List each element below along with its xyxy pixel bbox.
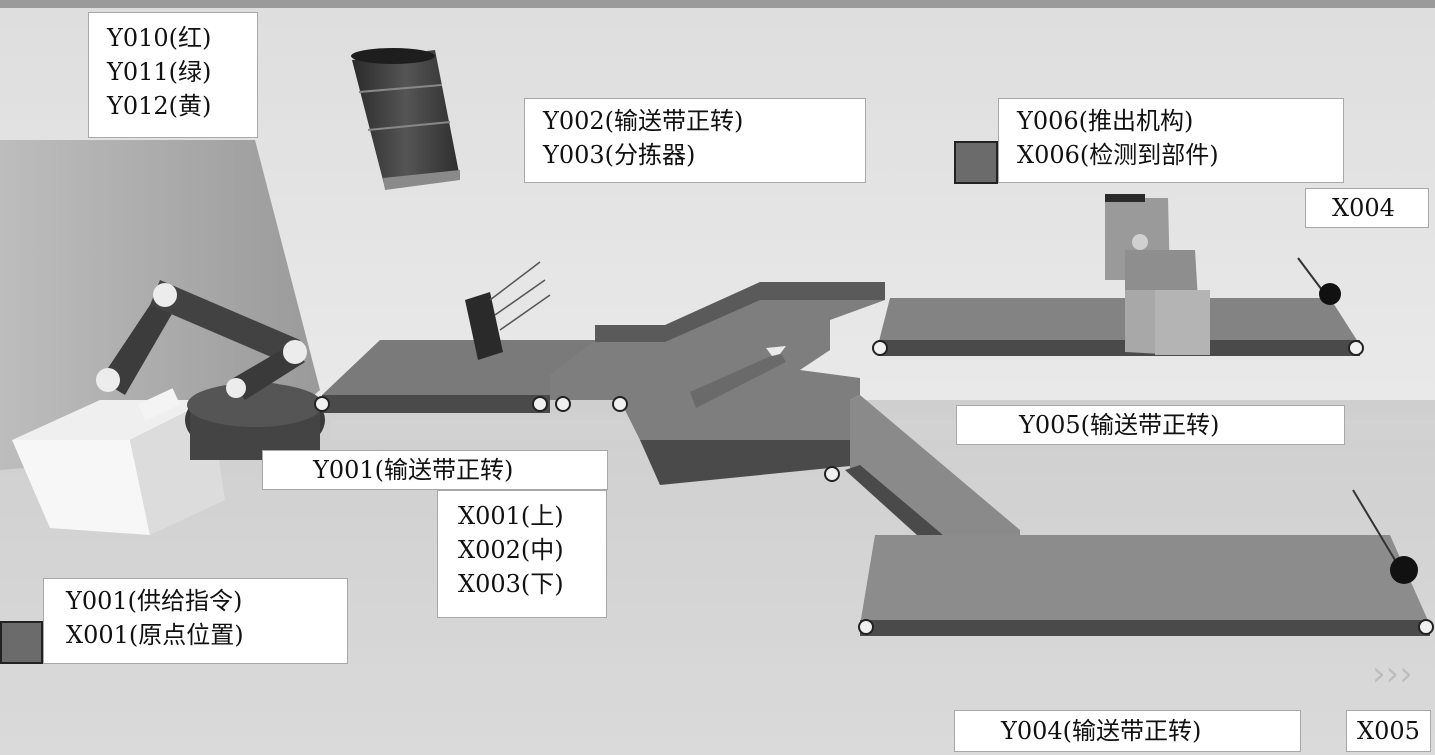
conveyor-roller (532, 396, 548, 412)
direction-arrows-icon: ››› (1372, 654, 1413, 694)
label-line: Y012(黄) (107, 92, 212, 120)
upper-conveyor-top (878, 298, 1360, 345)
supply-label: Y001(供给指令) X001(原点位置) (43, 578, 348, 664)
label-line: X004 (1332, 194, 1395, 222)
robot-upper-arm (150, 280, 300, 365)
sort-conveyor-rail (595, 282, 885, 342)
y005-conveyor-label: Y005(输送带正转) (956, 405, 1345, 445)
conveyor-roller (612, 396, 628, 412)
robot-joint (226, 378, 246, 398)
upper-conveyor-side (878, 340, 1360, 356)
feed-conveyor-top (322, 340, 600, 395)
conveyor-roller (872, 340, 888, 356)
label-line: Y001(输送带正转) (313, 456, 514, 484)
label-line: X006(检测到部件) (1017, 141, 1219, 169)
limit-sensor-x004 (1319, 283, 1341, 305)
pusher-mechanism (1105, 194, 1210, 355)
signal-lamp-label: Y010(红) Y011(绿) Y012(黄) (88, 12, 258, 138)
sort-conveyor-top (550, 285, 885, 440)
x004-label: X004 (1305, 188, 1429, 228)
feed-conveyor-side (322, 395, 550, 413)
y004-conveyor-label: Y004(输送带正转) (954, 710, 1301, 752)
robot-gripper (138, 388, 181, 421)
label-line: Y006(推出机构) (1017, 107, 1194, 135)
x005-label: X005 (1346, 710, 1431, 752)
limit-sensor-wire (1352, 489, 1396, 561)
supply-status-indicator[interactable] (0, 621, 43, 664)
photo-sensor (465, 261, 551, 360)
label-line: Y011(绿) (107, 58, 212, 86)
feed-conveyor-label: Y001(输送带正转) (262, 450, 608, 490)
label-line: X002(中) (458, 536, 564, 564)
lower-conveyor-top (860, 535, 1430, 625)
sensor-label: X001(上) X002(中) X003(下) (437, 490, 607, 618)
x006-status-indicator[interactable] (954, 141, 998, 184)
window-top-edge (0, 0, 1435, 8)
robot-joint (153, 283, 177, 307)
label-line: X003(下) (458, 570, 564, 598)
conveyor-roller (314, 396, 330, 412)
limit-sensor-wire (1297, 257, 1323, 291)
sort-conveyor-side (640, 440, 860, 485)
label-line: X005 (1357, 717, 1420, 745)
sorter-head (766, 346, 786, 356)
conveyor-roller (858, 619, 874, 635)
sorter-arm (690, 352, 786, 408)
conveyor-roller (1418, 619, 1434, 635)
robot-lower-arm (100, 290, 180, 395)
signal-tower (351, 48, 460, 190)
sort-conveyor-label: Y002(输送带正转) Y003(分拣器) (524, 98, 866, 183)
label-line: Y003(分拣器) (543, 141, 696, 169)
label-line: Y010(红) (107, 24, 212, 52)
conveyor-roller (555, 396, 571, 412)
label-line: X001(上) (458, 502, 564, 530)
label-line: X001(原点位置) (66, 621, 244, 649)
supply-box-front (12, 440, 150, 535)
robot-joint (96, 368, 120, 392)
lower-conveyor-side (860, 620, 1430, 636)
robot-base-top (187, 383, 323, 427)
label-line: Y004(输送带正转) (1001, 717, 1202, 745)
robot-joint (283, 340, 307, 364)
conveyor-roller (824, 466, 840, 482)
conveyor-roller (1348, 340, 1364, 356)
limit-sensor-x005 (1390, 556, 1418, 584)
label-line: Y001(供给指令) (66, 587, 243, 615)
label-line: Y005(输送带正转) (1019, 411, 1220, 439)
pusher-label: Y006(推出机构) X006(检测到部件) (998, 98, 1344, 183)
label-line: Y002(输送带正转) (543, 107, 744, 135)
